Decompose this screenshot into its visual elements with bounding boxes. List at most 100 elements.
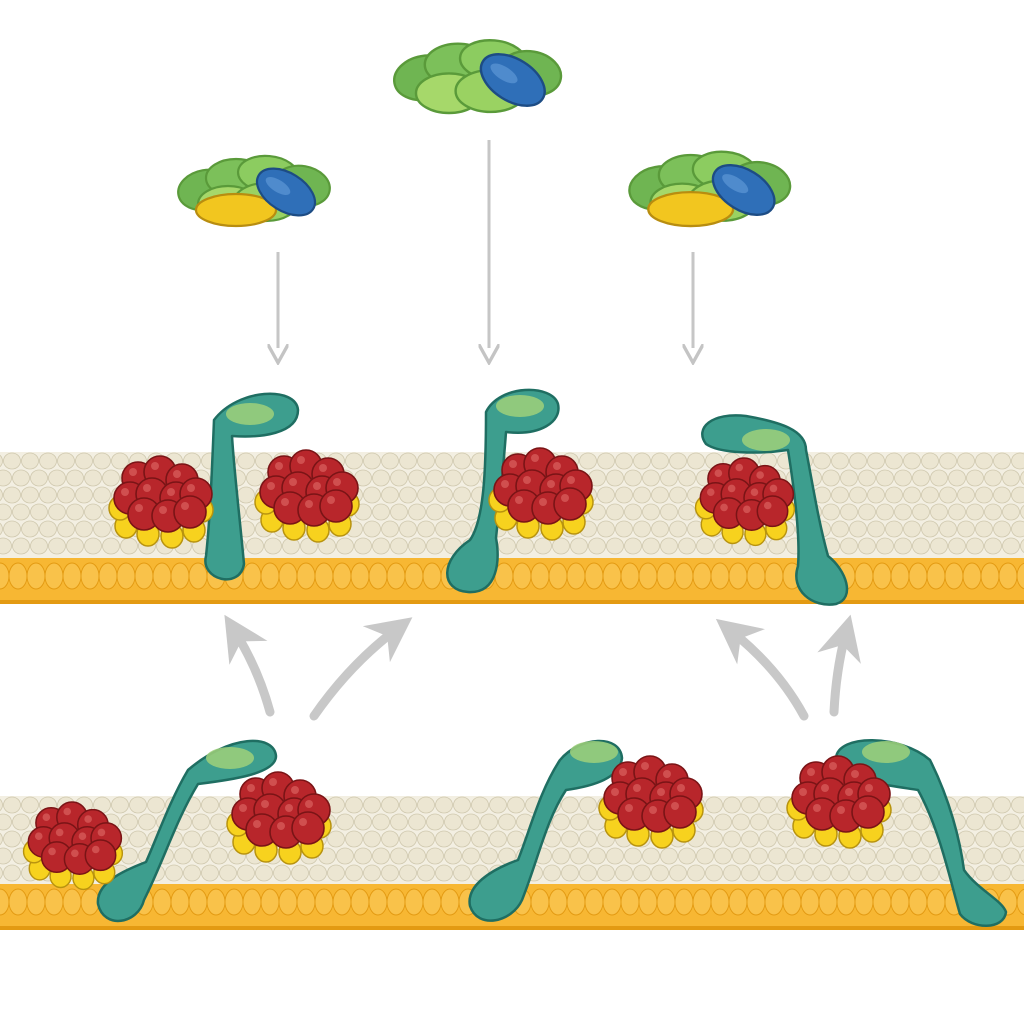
lipid-bead — [679, 470, 696, 486]
lipid-bead — [373, 470, 390, 486]
sphere-highlight — [261, 800, 269, 808]
lipid-bead-orange — [405, 563, 423, 589]
lipid-bead — [580, 453, 597, 469]
lipid-bead — [148, 797, 165, 813]
lipid-bead — [211, 814, 228, 830]
lipid-bead — [895, 814, 912, 830]
lipid-bead — [985, 470, 1002, 486]
lipid-bead-orange — [819, 889, 837, 915]
lipid-bead — [706, 797, 723, 813]
lipid-bead — [724, 831, 741, 847]
lipid-bead — [130, 831, 147, 847]
lipid-bead-orange — [117, 563, 135, 589]
lipid-bead — [391, 470, 408, 486]
lipid-bead — [859, 470, 876, 486]
sphere-highlight — [98, 829, 106, 837]
lipid-bead — [850, 521, 867, 537]
sphere-highlight — [129, 468, 137, 476]
lipid-bead — [4, 797, 21, 813]
lipid-bead — [1012, 521, 1024, 537]
lipid-bead — [346, 453, 363, 469]
lipid-bead — [184, 831, 201, 847]
lipid-bead — [202, 831, 219, 847]
lipid-bead — [337, 848, 354, 864]
sphere-highlight — [267, 482, 275, 490]
sphere-highlight — [509, 460, 517, 468]
lipid-bead — [814, 865, 831, 881]
lipid-bead-orange — [351, 563, 369, 589]
lipid-bead — [886, 521, 903, 537]
lipid-bead — [13, 814, 30, 830]
lipid-bead — [382, 797, 399, 813]
lipid-bead — [976, 521, 993, 537]
lipid-bead — [238, 487, 255, 503]
lipid-bead — [418, 487, 435, 503]
sphere-highlight — [247, 784, 255, 792]
lipid-bead — [841, 538, 858, 554]
lipid-bead-orange — [81, 563, 99, 589]
lipid-bead — [364, 453, 381, 469]
lipid-bead — [427, 470, 444, 486]
lipid-bead — [211, 848, 228, 864]
lipid-bead — [949, 470, 966, 486]
lipid-bead — [4, 865, 21, 881]
lipid-bead — [58, 521, 75, 537]
sphere-highlight — [859, 802, 867, 810]
lipid-bead — [418, 521, 435, 537]
lipid-bead — [931, 504, 948, 520]
lipid-bead-orange — [765, 563, 783, 589]
lipid-bead — [562, 797, 579, 813]
lipid-bead-orange — [693, 889, 711, 915]
lipid-bead — [85, 538, 102, 554]
sphere-highlight — [813, 804, 821, 812]
lipid-bead — [580, 865, 597, 881]
sphere-highlight — [313, 482, 321, 490]
lipid-bead — [571, 848, 588, 864]
lipid-bead-orange — [603, 889, 621, 915]
lipid-bead — [634, 453, 651, 469]
lipid-bead-orange — [63, 889, 81, 915]
lipid-bead — [4, 831, 21, 847]
lipid-bead — [823, 470, 840, 486]
lipid-bead — [967, 538, 984, 554]
lipid-bead — [598, 453, 615, 469]
receptor-cap — [862, 741, 910, 763]
lipid-bead — [364, 521, 381, 537]
lipid-bead — [436, 865, 453, 881]
lipid-bead — [409, 848, 426, 864]
arrow-icon-lower-right-up — [834, 632, 846, 712]
lipid-bead — [634, 865, 651, 881]
lipid-bead-orange — [927, 563, 945, 589]
cluster-red-sphere — [757, 496, 787, 526]
lipid-bead-orange — [549, 563, 567, 589]
arrow-icon-lower-left-up-left — [234, 630, 270, 712]
lipid-bead — [967, 470, 984, 486]
lipid-bead — [850, 865, 867, 881]
lipid-bead — [346, 797, 363, 813]
lipid-bead — [994, 487, 1011, 503]
sphere-highlight — [807, 768, 815, 776]
lipid-bead-orange — [423, 889, 441, 915]
lipid-bead — [607, 538, 624, 554]
lipid-bead — [868, 453, 885, 469]
lipid-bead — [481, 814, 498, 830]
lipid-bead — [184, 865, 201, 881]
lipid-bead-orange — [585, 889, 603, 915]
lipid-bead-orange — [135, 563, 153, 589]
lipid-bead — [355, 848, 372, 864]
lipid-bead — [175, 848, 192, 864]
lipid-bead — [409, 538, 426, 554]
lipid-bead-orange — [153, 563, 171, 589]
lipid-bead-orange — [189, 563, 207, 589]
lipid-bead — [337, 814, 354, 830]
lipid-bead — [769, 848, 786, 864]
lipid-bead — [427, 538, 444, 554]
lipid-bead — [103, 538, 120, 554]
lipid-bead — [193, 814, 210, 830]
sphere-highlight — [561, 494, 569, 502]
sphere-highlight — [553, 462, 561, 470]
lipid-bead — [886, 453, 903, 469]
lipid-bead — [13, 470, 30, 486]
lipid-bead — [670, 487, 687, 503]
lipid-bead — [553, 538, 570, 554]
